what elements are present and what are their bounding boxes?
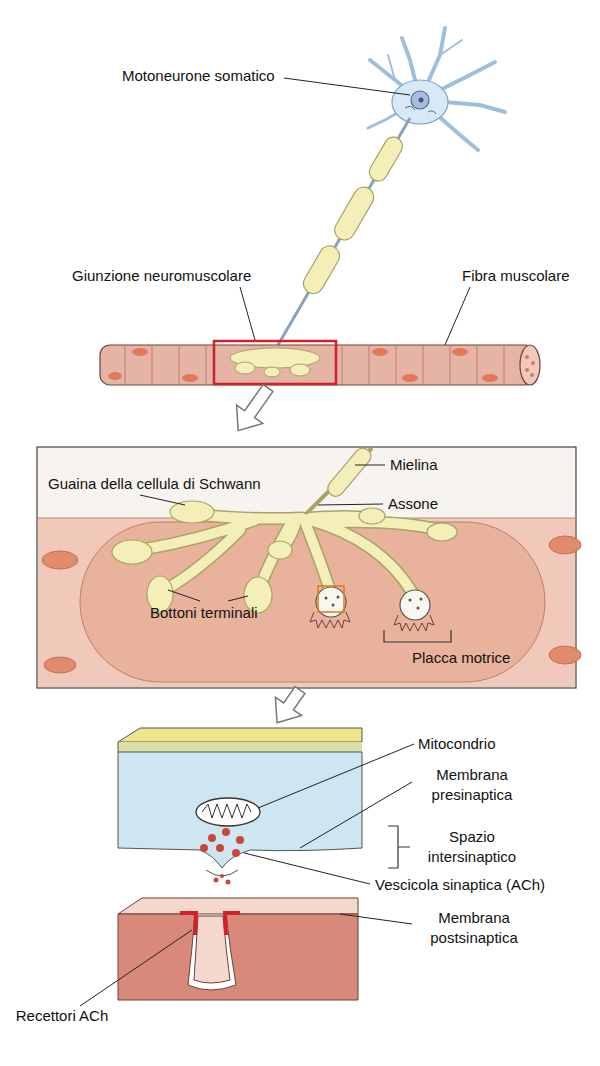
- bouton-label: Bottoni terminali: [150, 603, 258, 623]
- axon-label: Assone: [388, 494, 438, 514]
- vesicle-label: Vescicola sinaptica (ACh): [375, 875, 545, 895]
- mitochondrion-label: Mitocondrio: [418, 734, 496, 754]
- membrane-label: Membrana presinaptica: [412, 765, 532, 805]
- neuron: [368, 28, 505, 150]
- cleft-label: Spazio intersinaptico: [412, 827, 532, 867]
- receptor-label: Recettori ACh: [14, 1006, 110, 1026]
- schwann-label: Guaina della cellula di Schwann: [48, 474, 261, 494]
- membrane-label: Membrana postsinaptica: [414, 908, 534, 948]
- junction-label: Giunzione neuromuscolare: [72, 266, 251, 286]
- endplate-label: Placca motrice: [412, 648, 510, 668]
- myelin-label: Mielina: [390, 455, 438, 475]
- neuron-label: Motoneurone somatico: [122, 66, 275, 86]
- fiber-label: Fibra muscolare: [462, 266, 570, 286]
